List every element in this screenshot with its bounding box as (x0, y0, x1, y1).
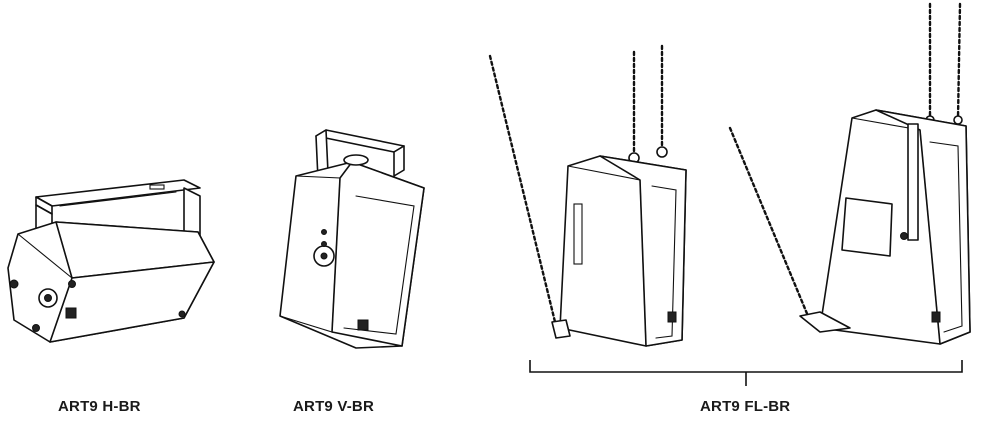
caption-art9-v-br: ART9 V-BR (293, 398, 374, 415)
fl-br-group-bracket (529, 360, 963, 386)
speaker-fl-br-right (728, 2, 971, 345)
caption-art9-h-br: ART9 H-BR (58, 398, 141, 415)
speaker-fl-br-left (488, 44, 687, 347)
caption-art9-fl-br: ART9 FL-BR (700, 398, 791, 415)
speaker-h-br (7, 179, 215, 343)
speaker-v-br (279, 129, 425, 349)
